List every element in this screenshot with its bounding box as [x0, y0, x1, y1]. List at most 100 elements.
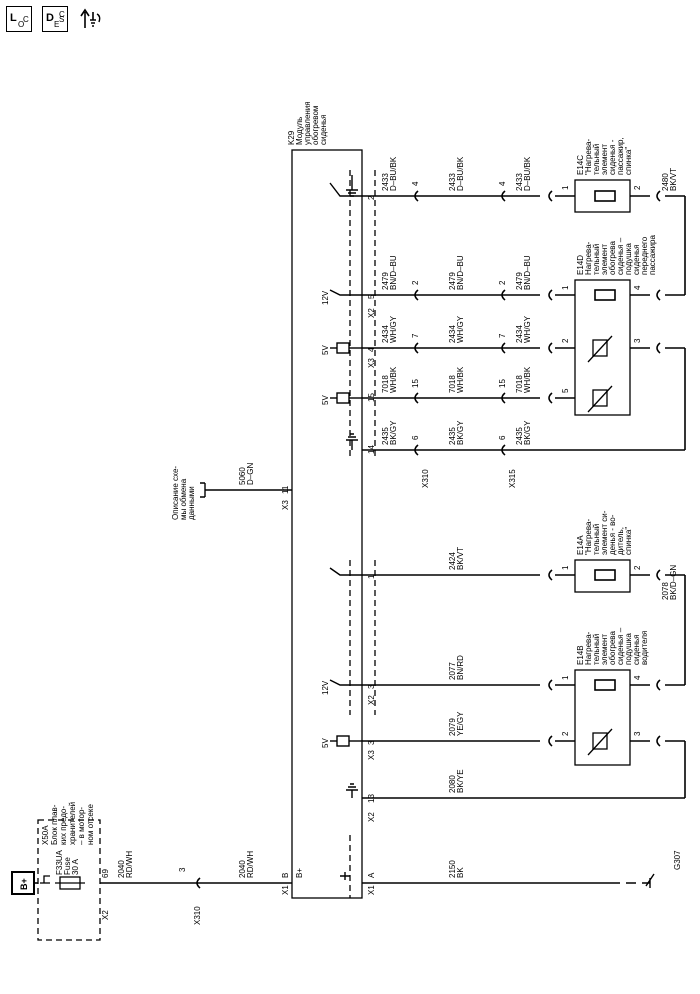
- data-comm-2: мы обмена: [179, 478, 188, 520]
- data-comm-1: Описание схе-: [171, 466, 180, 520]
- wire-7018-num-a: 7018: [381, 375, 390, 393]
- fuse-block-title-2: Блок плав-: [50, 804, 59, 845]
- e14b-line-9: водителя: [640, 631, 649, 665]
- fuse-block-title-5: – в мотор-: [77, 807, 86, 845]
- module-box: [291, 149, 363, 899]
- x310-pin-7: 7: [411, 333, 420, 338]
- e14b-box: [574, 669, 631, 766]
- e14d-line-1: E14D: [576, 255, 585, 275]
- x310-pin-4: 4: [411, 181, 420, 186]
- module-title-5: сиденья: [319, 114, 328, 145]
- module-x1-b: X1: [281, 885, 290, 895]
- wire-2079-num: 2079: [448, 718, 457, 736]
- wire-2479-num-b: 2479: [448, 272, 457, 290]
- fuse-connector: X2: [101, 910, 110, 920]
- wire-2424-num: 2424: [448, 552, 457, 570]
- power-ground-icon[interactable]: [78, 6, 104, 32]
- e14b-line-7: подушка: [624, 633, 633, 665]
- wire-7018-color-b: WH/BK: [456, 366, 465, 393]
- x310-label-b: X310: [193, 906, 202, 925]
- wire-2080-num: 2080: [448, 775, 457, 793]
- x315-pin-2: 2: [498, 280, 507, 285]
- e14b-line-8: сиденья: [632, 634, 641, 665]
- wire-2040-a-num: 2040: [117, 860, 126, 878]
- v5-c: 5V: [321, 738, 330, 748]
- pin-13: 13: [367, 794, 376, 803]
- module-title-3: управления: [303, 101, 312, 145]
- wire-2433-color-c: D–BU/BK: [523, 156, 532, 191]
- x315-pin-15: 15: [498, 379, 507, 388]
- wire-2150-num: 2150: [448, 860, 457, 878]
- e14a-box: [574, 559, 631, 593]
- wire-7018-color-c: WH/BK: [523, 366, 532, 393]
- e14d-line-4: элемент: [600, 244, 609, 275]
- module-x1-a: X1: [367, 885, 376, 895]
- wire-2434-color-b: WH/GY: [456, 315, 465, 343]
- module-pin-a: A: [367, 872, 376, 878]
- wire-2435-num-a: 2435: [381, 427, 390, 445]
- wire-2040-b-num: 2040: [238, 860, 247, 878]
- pin-11: 11: [281, 485, 290, 494]
- e14d-line-7: подушка: [624, 243, 633, 275]
- e14a-pin-2: 2: [633, 565, 642, 570]
- wire-7018-num-b: 7018: [448, 375, 457, 393]
- x310-pin-15: 15: [411, 379, 420, 388]
- module-title-4: обогревом: [311, 106, 320, 145]
- data-comm-3: данными: [187, 486, 196, 520]
- x315-pin-7: 7: [498, 333, 507, 338]
- v5-b: 5V: [321, 395, 330, 405]
- e14c-line-6: пассажир,: [616, 137, 625, 175]
- wire-2077-num: 2077: [448, 662, 457, 680]
- e14c-line-5: сиденья -: [608, 139, 617, 175]
- x310-pin-6: 6: [411, 435, 420, 440]
- wire-2480-num: 2480: [661, 173, 670, 191]
- pin-3-b: 3: [367, 740, 376, 745]
- module-x2-13: X2: [367, 812, 376, 822]
- wire-2150-color: BK: [456, 867, 465, 878]
- pin-4-a: 4: [367, 347, 376, 352]
- module-bplus: B+: [295, 868, 304, 878]
- module-title-1: K29: [287, 130, 296, 145]
- e14d-line-8: сиденья: [632, 244, 641, 275]
- e14a-line-3: тельный: [592, 524, 601, 555]
- e14a-pin-1: 1: [561, 565, 570, 570]
- e14c-line-3: тельный: [592, 144, 601, 175]
- e14c-pin-1: 1: [561, 185, 570, 190]
- e14d-box: [574, 279, 631, 416]
- e14a-line-7: спинка": [624, 527, 633, 555]
- x310-label: X310: [421, 469, 430, 488]
- e14a-line-1: E14A: [576, 535, 585, 555]
- fuse-block-title-6: ном отсеке: [86, 804, 95, 845]
- wire-2434-color-c: WH/GY: [523, 315, 532, 343]
- wire-2040-b-color: RD/WH: [246, 851, 255, 878]
- e14b-line-6: сиденья –: [616, 627, 625, 665]
- wire-2434-color-a: WH/GY: [389, 315, 398, 343]
- e14c-pin-2: 2: [633, 185, 642, 190]
- wire-2479-color-c: BN/D–BU: [523, 255, 532, 290]
- e14d-line-9: переднего: [640, 236, 649, 275]
- wire-5060-color: D–GN: [246, 463, 255, 485]
- e14d-pin-3: 3: [633, 338, 642, 343]
- e14d-line-6: сиденья –: [616, 237, 625, 275]
- e14c-line-2: "Нагрева-: [584, 139, 593, 175]
- wire-2435-color-b: BK/GY: [456, 420, 465, 445]
- e14b-pin-2: 2: [561, 731, 570, 736]
- wire-2479-color-a: BN/D–BU: [389, 255, 398, 290]
- module-x3-3: X3: [367, 750, 376, 760]
- e14c-box: [574, 179, 631, 213]
- e14d-pin-5: 5: [561, 388, 570, 393]
- module-x2-5: X2: [367, 308, 376, 318]
- pin-2-a: 2: [367, 195, 376, 200]
- wire-2433-color-b: D–BU/BK: [456, 156, 465, 191]
- e14d-pin-2: 2: [561, 338, 570, 343]
- wire-2433-num-c: 2433: [515, 173, 524, 191]
- wire-7018-color-a: WH/BK: [389, 366, 398, 393]
- wire-2424-color: BK/VT: [456, 547, 465, 570]
- e14c-line-4: элемент: [600, 144, 609, 175]
- fuse-name: F33UA: [55, 849, 64, 875]
- pin-14: 14: [367, 445, 376, 454]
- wire-2078-color: BK/D–GN: [669, 565, 678, 600]
